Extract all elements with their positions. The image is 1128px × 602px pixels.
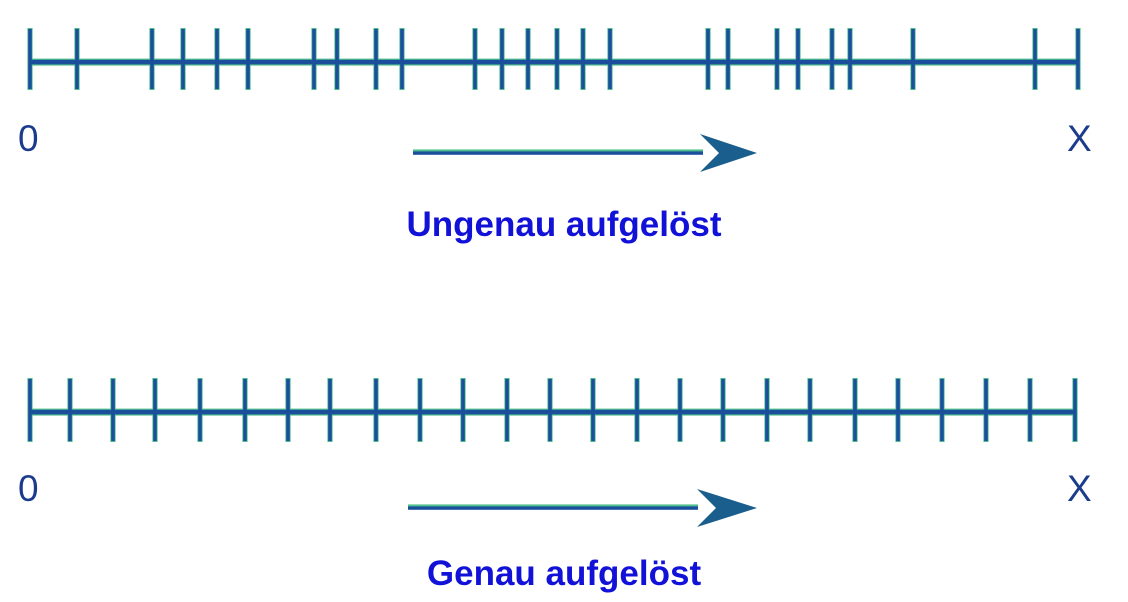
coarse-scale-end-label: X [1067,118,1092,159]
tick-19 [796,29,800,89]
tick-20 [830,29,834,89]
fine-arrow-glyph [408,489,757,527]
tick-1 [75,29,79,89]
coarse-scale-figure [0,0,1128,110]
fine-scale-start-label: 0 [18,468,39,509]
tick-22 [911,29,915,89]
arrow-head [700,134,757,172]
tick-9 [400,29,404,89]
tick-13 [555,29,559,89]
tick-2 [150,29,154,89]
arrow-shaft-fringe [413,149,703,153]
tick-21 [848,29,852,89]
coarse-arrow-glyph [413,134,757,172]
arrow-head [697,489,757,527]
tick-8 [374,29,378,89]
fine-scale-figure [0,350,1128,460]
tick-5 [246,29,250,89]
tick-18 [775,29,779,89]
tick-23 [1033,29,1037,89]
fine-scale-caption: Genau aufgelöst [426,554,702,593]
fine-scale-ruler [27,378,1078,442]
tick-3 [181,29,185,89]
tick-11 [500,29,504,89]
tick-16 [706,29,710,89]
tick-0 [28,29,32,89]
tick-14 [581,29,585,89]
tick-12 [526,29,530,89]
coarse-scale-caption: Ungenau aufgelöst [406,205,722,244]
tick-4 [215,29,219,89]
tick-15 [608,29,612,89]
tick-10 [473,29,477,89]
tick-24 [1076,29,1080,89]
tick-7 [335,29,339,89]
fine-direction-arrow [0,485,1128,531]
tick-17 [726,29,730,89]
tick-6 [312,29,316,89]
coarse-scale-ruler [27,28,1081,90]
arrow-shaft [413,151,703,155]
coarse-scale-start-label: 0 [18,118,39,159]
axis-line [29,59,1079,65]
fine-scale-end-label: X [1067,468,1092,509]
arrow-shaft-fringe [408,504,698,508]
coarse-direction-arrow [0,130,1128,176]
arrow-shaft [408,506,698,510]
axis-line [29,409,1076,415]
